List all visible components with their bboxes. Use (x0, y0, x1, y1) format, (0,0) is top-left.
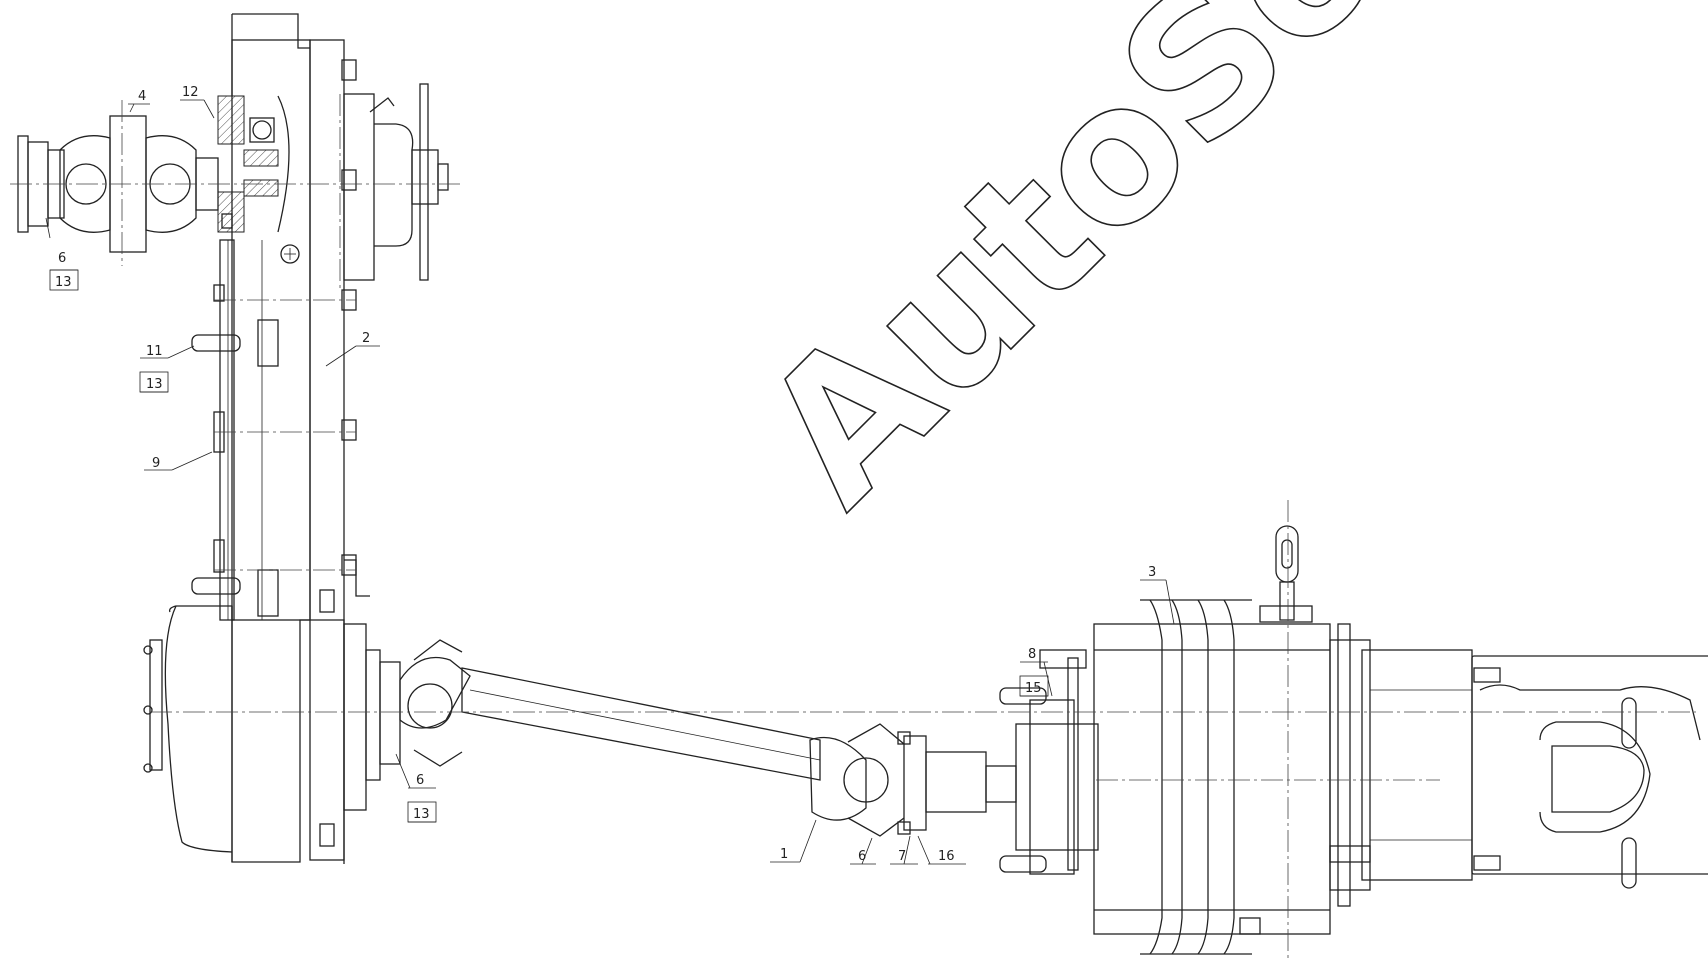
callout-15: 15 (1025, 681, 1042, 696)
watermark: AutoSoft (722, 0, 1546, 546)
callout-12: 12 (182, 85, 199, 100)
callout-14: 13 (146, 377, 163, 392)
callout-6-lower: 6 (858, 849, 866, 864)
callout-11: 11 (146, 344, 163, 359)
upper-output-flange (343, 83, 449, 281)
callout-8: 8 (1028, 647, 1036, 662)
callout-4: 4 (138, 89, 146, 104)
callout-13-upper: 13 (55, 275, 72, 290)
callout-labels: 4 12 6 13 11 13 9 2 6 13 1 6 7 16 8 15 3 (55, 85, 1156, 864)
axis-lines (10, 94, 1696, 960)
callout-16: 16 (938, 849, 955, 864)
lower-gear-housing (143, 589, 401, 864)
callout-6-upper: 6 (58, 251, 66, 266)
callout-leaders (45, 99, 1175, 865)
callout-13-middle: 13 (413, 807, 430, 822)
cardan-shaft (399, 639, 1017, 837)
callout-1: 1 (780, 847, 788, 862)
callout-7: 7 (898, 849, 906, 864)
callout-9: 9 (152, 456, 160, 471)
callout-3: 3 (1148, 565, 1156, 580)
callout-6-middle: 6 (416, 773, 424, 788)
callout-2: 2 (362, 331, 370, 346)
bearing-housing-section (217, 95, 290, 233)
pulley-unit (999, 525, 1708, 955)
